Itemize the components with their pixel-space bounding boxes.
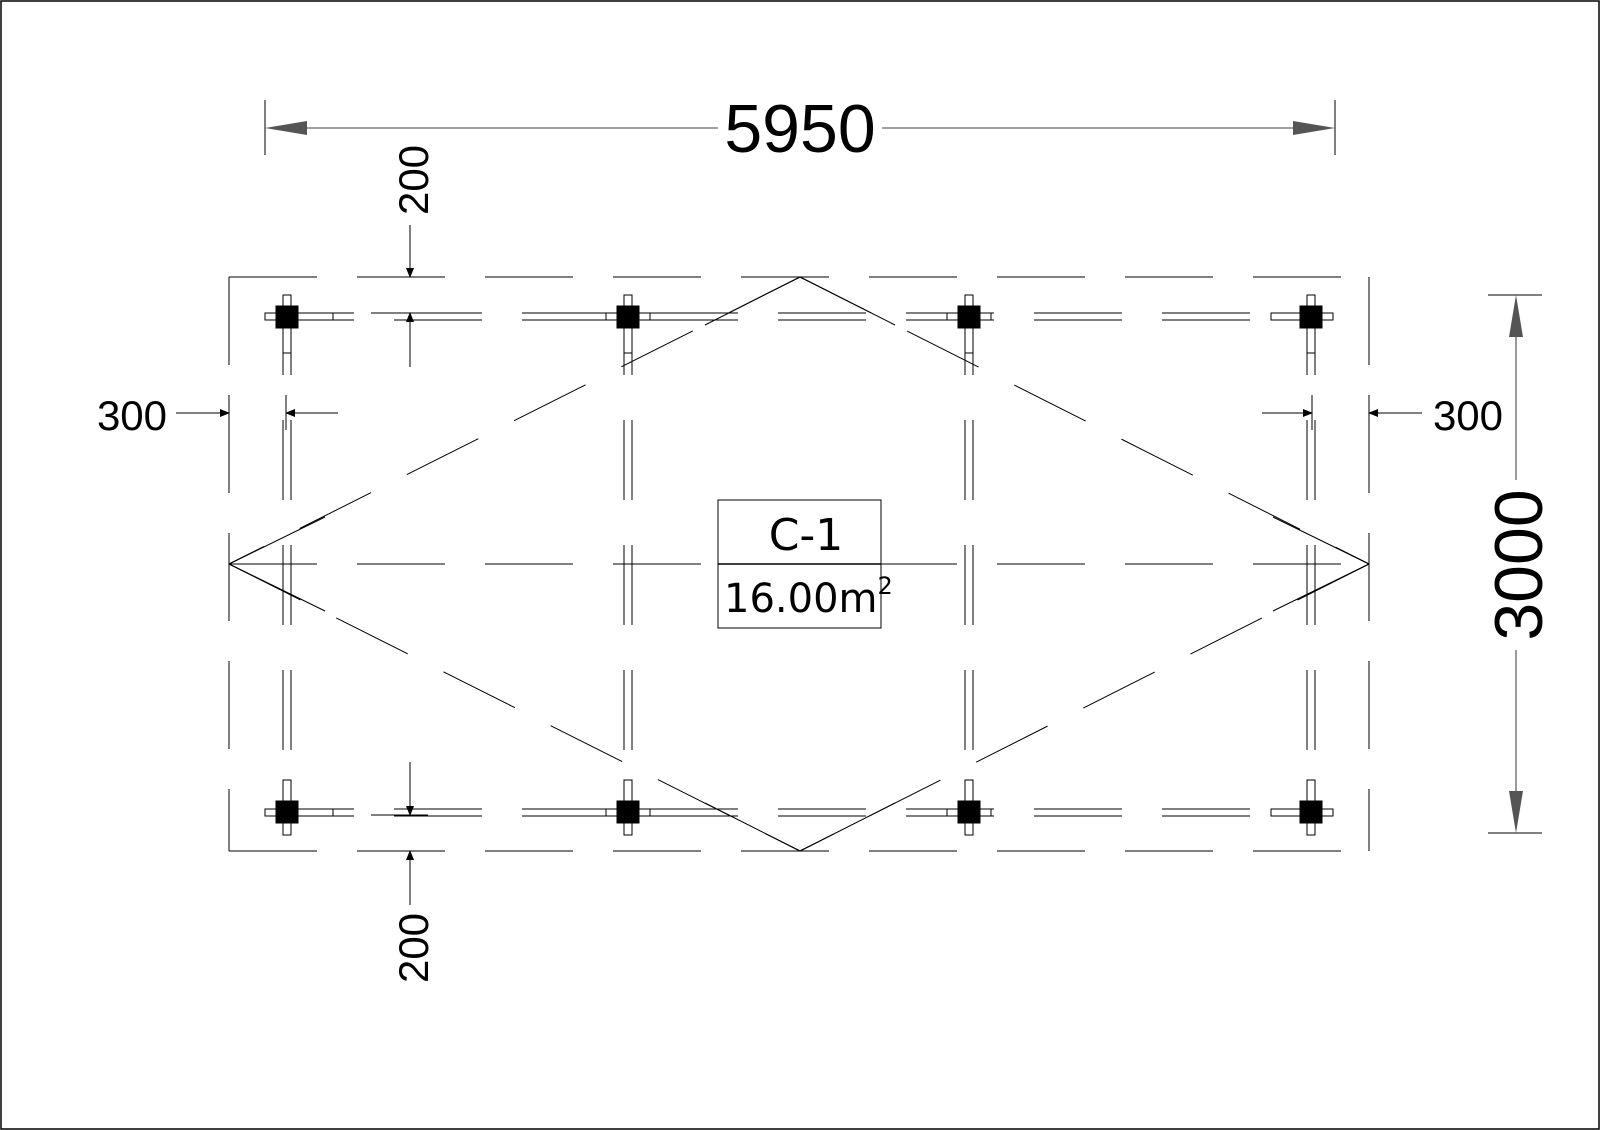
dimension-top-offset-label: 200	[390, 145, 437, 215]
dimension-height-label: 3000	[1481, 489, 1557, 640]
area-tag-unit-sup: 2	[877, 572, 892, 600]
arrow-right-icon	[1293, 121, 1335, 135]
dimension-top-offset	[371, 225, 428, 367]
dimension-left-offset-label: 300	[97, 392, 167, 439]
beam-lines-vertical	[282, 295, 1316, 835]
column-square-icon	[1270, 779, 1334, 836]
roof-ridge-ends	[228, 276, 1370, 852]
column-square-icon	[264, 779, 334, 836]
beam-lines-horizontal	[229, 312, 1369, 817]
dimension-bottom-offset	[371, 762, 428, 905]
dimension-left-offset	[176, 395, 338, 430]
dimension-right-offset-label: 300	[1433, 392, 1503, 439]
arrow-down-icon	[1509, 791, 1523, 833]
columns	[264, 294, 1334, 836]
arrow-left-icon	[265, 121, 307, 135]
dimension-bottom-offset-label: 200	[390, 913, 437, 983]
column-square-icon	[1270, 294, 1334, 354]
column-square-icon	[946, 294, 992, 354]
dimension-width-label: 5950	[724, 91, 875, 167]
area-tag: C-1 16.00m2	[717, 499, 893, 629]
area-tag-id: C-1	[769, 510, 844, 561]
dimension-height	[1488, 294, 1542, 834]
arrow-up-icon	[1509, 295, 1523, 337]
area-tag-value: 16.00m2	[724, 572, 893, 622]
column-square-icon	[605, 294, 651, 354]
dimension-right-offset	[1262, 395, 1422, 430]
column-square-icon	[264, 294, 334, 354]
area-tag-value-number: 16.00m	[724, 576, 877, 622]
column-square-icon	[946, 779, 992, 836]
column-square-icon	[605, 779, 651, 836]
dimension-width	[264, 100, 1336, 155]
